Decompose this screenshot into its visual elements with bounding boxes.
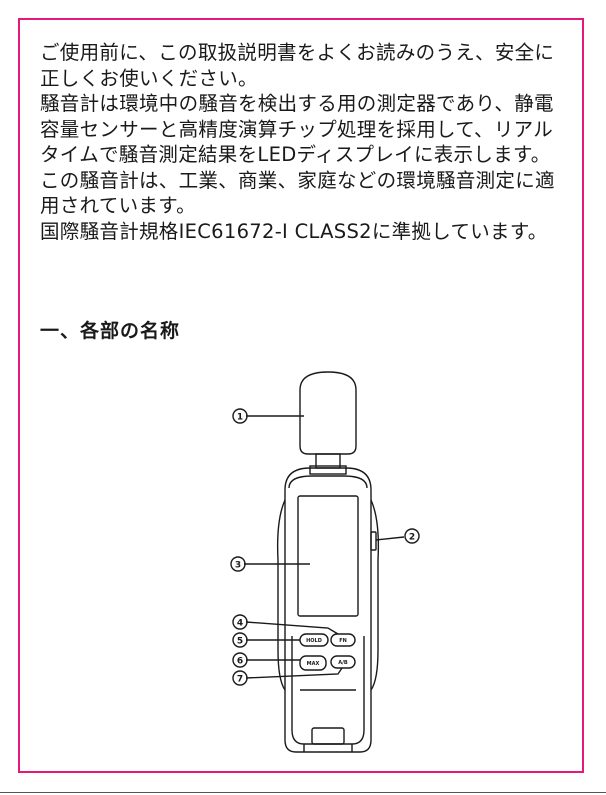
intro-paragraph-usage: この騒音計は、工業、商業、家庭などの環境騒音測定に適用されています。 (40, 168, 570, 219)
leader-7 (246, 668, 342, 678)
hold-button-label: HOLD (306, 638, 322, 644)
callout-3: 3 (235, 561, 241, 571)
callout-7: 7 (237, 675, 243, 685)
intro-paragraph-safety: ご使用前に、この取扱説明書をよくお読みのうえ、安全に正しくお使いください。 (40, 40, 570, 91)
callout-2: 2 (409, 533, 415, 543)
max-button-label: MAX (307, 661, 320, 667)
intro-text: ご使用前に、この取扱説明書をよくお読みのうえ、安全に正しくお使いください。 騒音… (40, 40, 570, 244)
intro-paragraph-standard: 国際騒音計規格IEC61672-I CLASS2に準拠しています。 (40, 219, 570, 245)
section-heading: 一、各部の名称 (40, 316, 180, 343)
callout-1: 1 (237, 413, 243, 423)
side-button (371, 532, 376, 550)
intro-paragraph-description: 騒音計は環境中の騒音を検出する用の測定器であり、静電容量センサーと高精度演算チッ… (40, 91, 570, 168)
leader-2 (376, 537, 404, 540)
display-screen (298, 496, 358, 616)
callout-5: 5 (237, 637, 243, 647)
ab-button-label: A/B (338, 660, 348, 666)
page-bottom-rule (0, 792, 606, 793)
leader-4 (246, 622, 338, 634)
fn-button-label: FN (339, 638, 347, 644)
page-frame: ご使用前に、この取扱説明書をよくお読みのうえ、安全に正しくお使いください。 騒音… (18, 18, 584, 773)
sound-meter-diagram: 1 2 3 4 5 6 7 HOLD FN MAX A/B (200, 350, 420, 760)
callout-4: 4 (237, 619, 243, 629)
windscreen-shape (300, 372, 356, 454)
callout-6: 6 (237, 657, 243, 667)
